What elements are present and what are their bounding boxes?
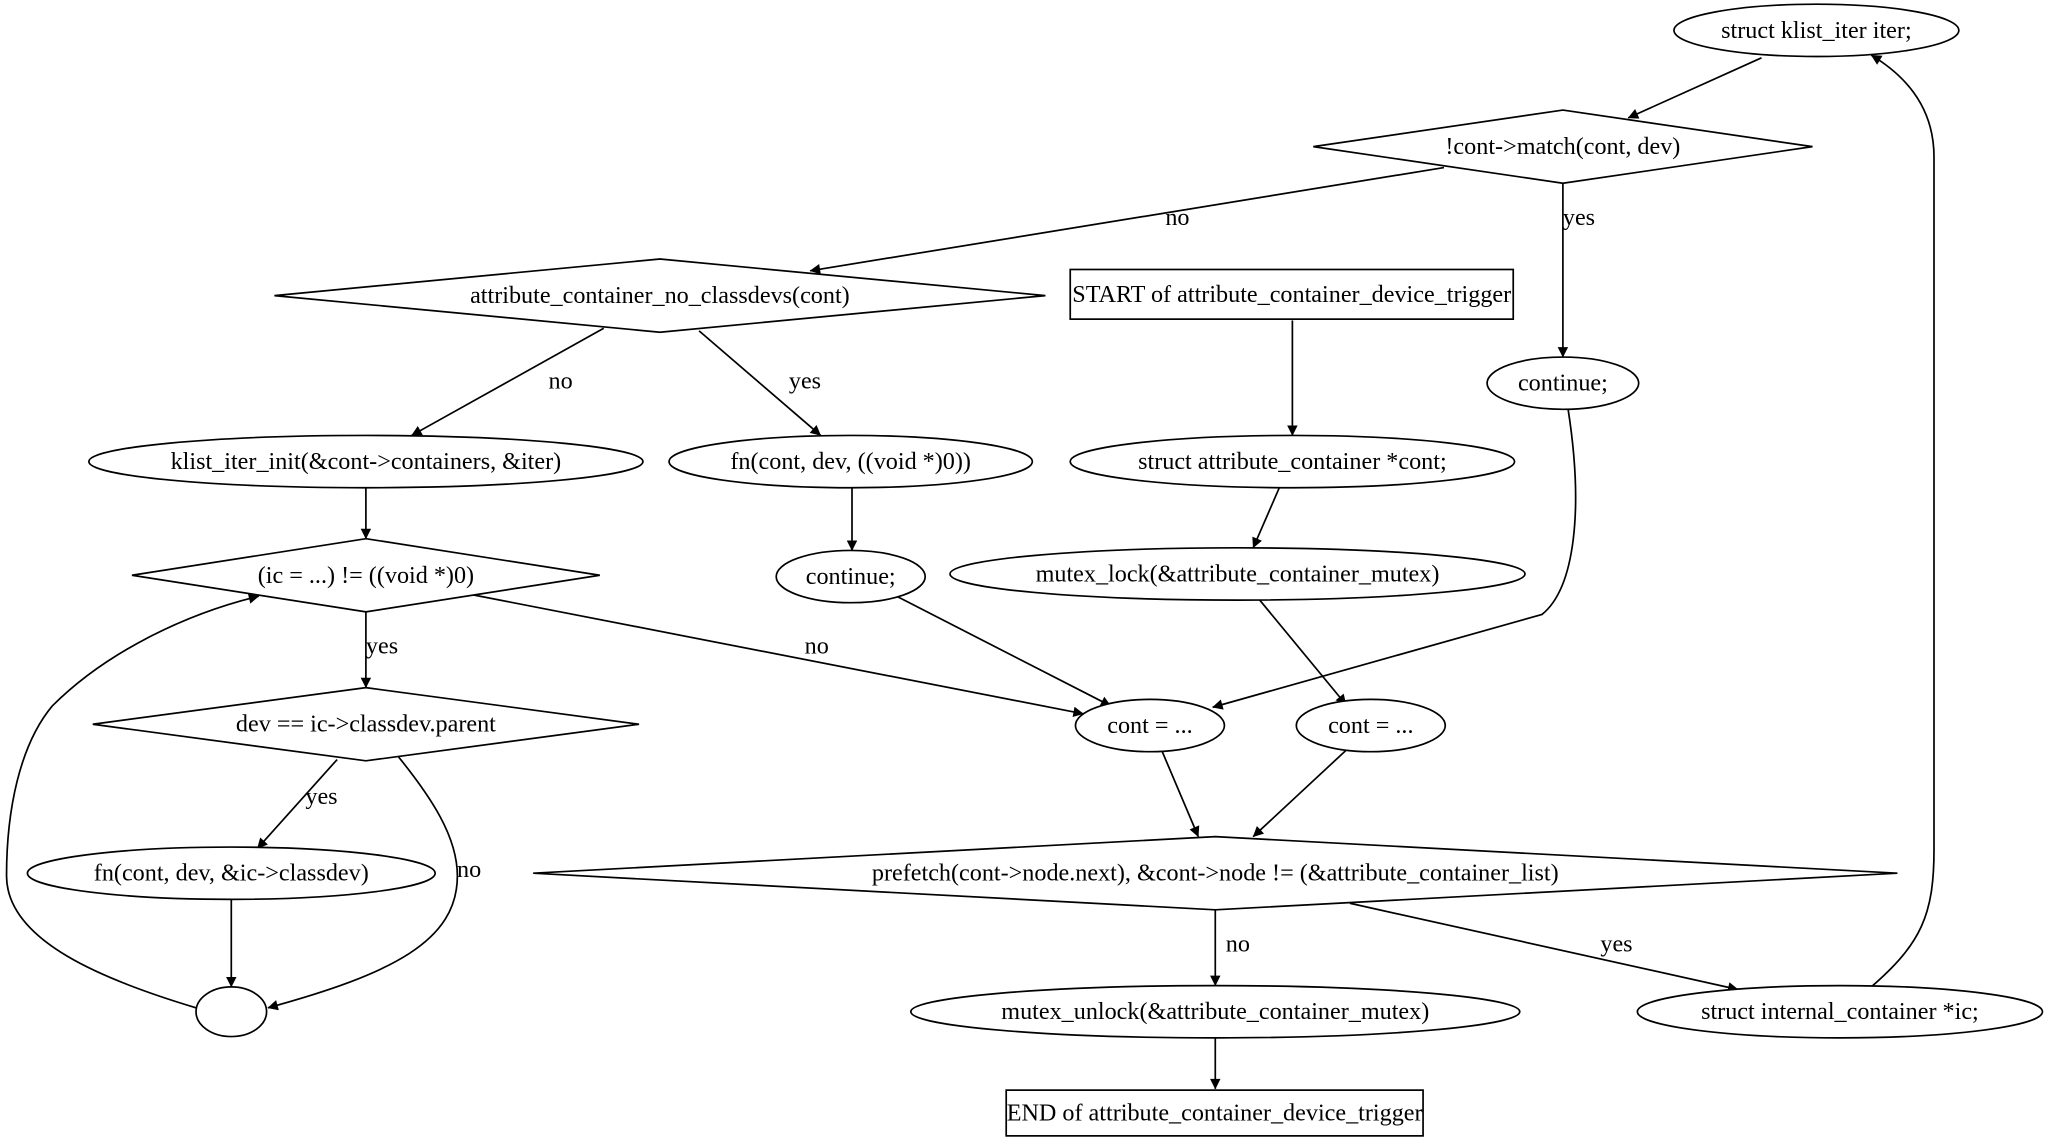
svg-text:!cont->match(cont, dev): !cont->match(cont, dev) <box>1445 133 1680 160</box>
svg-text:dev == ic->classdev.parent: dev == ic->classdev.parent <box>236 711 496 738</box>
edge-label-match-no: no <box>1165 204 1189 231</box>
svg-text:struct attribute_container *co: struct attribute_container *cont; <box>1138 448 1447 475</box>
edge-ic-cond-to-cont-init-a <box>472 594 1084 718</box>
svg-text:mutex_unlock(&attribute_contai: mutex_unlock(&attribute_container_mutex) <box>1001 998 1429 1025</box>
node-decl-ic: struct internal_container *ic; <box>1636 984 2044 1039</box>
edge-decl-iter-to-match <box>1627 57 1762 119</box>
edge-continue-to-cont-init-a <box>1212 409 1577 710</box>
edge-no-classdevs-to-klist-init <box>411 327 605 437</box>
edge-prefetch-to-decl-ic <box>1349 902 1739 993</box>
svg-text:continue;: continue; <box>1518 370 1608 397</box>
node-fn-void: fn(cont, dev, ((void *)0)) <box>668 434 1034 489</box>
edges <box>5 54 1935 1090</box>
edge-join-to-ic-cond <box>5 593 260 1009</box>
svg-text:klist_iter_init(&cont->contain: klist_iter_init(&cont->containers, &iter… <box>171 448 562 475</box>
edge-mutex-lock-to-cont-init-b <box>1259 599 1347 706</box>
node-ic-cond: (ic = ...) != ((void *)0) <box>131 537 600 613</box>
edge-cont-init-b-to-prefetch <box>1252 749 1347 838</box>
svg-text:struct klist_iter iter;: struct klist_iter iter; <box>1721 17 1912 44</box>
svg-text:fn(cont, dev, ((void *)0)): fn(cont, dev, ((void *)0)) <box>730 448 971 475</box>
node-mutex-unlock: mutex_unlock(&attribute_container_mutex) <box>909 984 1521 1039</box>
edge-dev-cond-to-fn-classdev <box>256 758 338 849</box>
edge-label-classdevs-no: no <box>549 367 573 394</box>
svg-text:attribute_container_no_classde: attribute_container_no_classdevs(cont) <box>470 282 850 309</box>
edge-decl-ic-to-decl-iter <box>1870 54 1935 988</box>
node-end: END of attribute_container_device_trigge… <box>1005 1089 1424 1137</box>
svg-text:fn(cont, dev, &ic->classdev): fn(cont, dev, &ic->classdev) <box>94 860 369 887</box>
node-fn-classdev: fn(cont, dev, &ic->classdev) <box>26 846 437 901</box>
svg-text:continue;: continue; <box>806 563 896 590</box>
node-mutex-lock: mutex_lock(&attribute_container_mutex) <box>949 546 1526 601</box>
edge-labels: no yes no yes no yes yes no yes no <box>305 204 1632 958</box>
node-decl-iter: struct klist_iter iter; <box>1673 3 1960 58</box>
edge-continue-fn-to-cont-init-a <box>896 595 1112 707</box>
node-klist-init: klist_iter_init(&cont->containers, &iter… <box>88 434 644 489</box>
node-no-classdevs-cond: attribute_container_no_classdevs(cont) <box>274 258 1046 334</box>
svg-text:struct internal_container *ic;: struct internal_container *ic; <box>1701 998 1979 1025</box>
node-continue-fn: continue; <box>775 549 927 604</box>
svg-text:(ic = ...) != ((void *)0): (ic = ...) != ((void *)0) <box>258 562 474 589</box>
svg-text:cont = ...: cont = ... <box>1107 712 1192 739</box>
edge-no-classdevs-to-fn-void <box>698 330 822 437</box>
node-cont-init-a: cont = ... <box>1074 698 1226 753</box>
edge-match-to-no-classdevs <box>809 166 1445 275</box>
edge-label-ic-yes: yes <box>366 633 398 660</box>
svg-text:mutex_lock(&attribute_containe: mutex_lock(&attribute_container_mutex) <box>1036 560 1440 587</box>
node-match-cond: !cont->match(cont, dev) <box>1313 109 1813 185</box>
edge-cont-init-a-to-prefetch <box>1160 750 1200 838</box>
node-continue-match: continue; <box>1486 356 1640 411</box>
svg-text:END of attribute_container_dev: END of attribute_container_device_trigge… <box>1007 1099 1423 1126</box>
edge-label-dev-no: no <box>457 856 481 883</box>
nodes: START of attribute_container_device_trig… <box>26 3 2044 1137</box>
edge-label-prefetch-no: no <box>1226 931 1250 958</box>
node-dev-cond: dev == ic->classdev.parent <box>92 686 640 762</box>
node-cont-init-b: cont = ... <box>1295 698 1447 753</box>
edge-label-ic-no: no <box>805 633 829 660</box>
edge-dev-cond-to-join <box>267 756 459 1011</box>
node-prefetch-cond: prefetch(cont->node.next), &cont->node !… <box>533 835 1898 911</box>
node-join <box>195 986 268 1038</box>
edge-label-classdevs-yes: yes <box>789 367 821 394</box>
edge-label-dev-yes: yes <box>305 783 337 810</box>
svg-text:START of attribute_container_d: START of attribute_container_device_trig… <box>1072 281 1511 308</box>
svg-text:cont = ...: cont = ... <box>1328 712 1413 739</box>
edge-label-prefetch-yes: yes <box>1600 931 1632 958</box>
node-start: START of attribute_container_device_trig… <box>1069 268 1515 320</box>
edge-label-match-yes: yes <box>1563 204 1595 231</box>
node-decl-cont: struct attribute_container *cont; <box>1069 434 1516 489</box>
svg-text:prefetch(cont->node.next), &co: prefetch(cont->node.next), &cont->node !… <box>872 860 1559 887</box>
edge-decl-cont-to-mutex-lock <box>1252 487 1281 549</box>
